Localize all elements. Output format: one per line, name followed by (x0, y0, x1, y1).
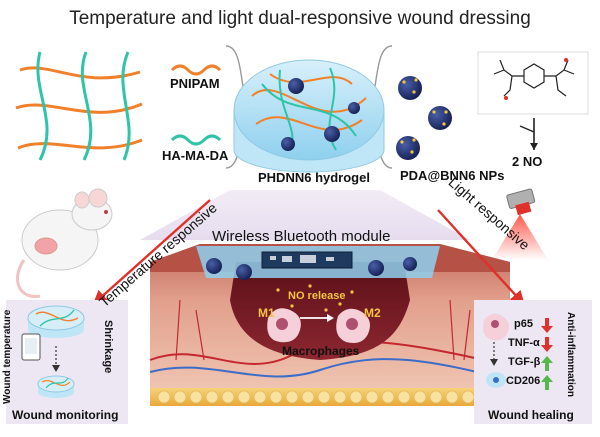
nanoparticles-label: PDA@BNN6 NPs (400, 168, 505, 183)
shrinkage-label: Shrinkage (102, 320, 114, 374)
tnf-down-arrow (541, 337, 553, 352)
marker-cd206-label: CD206 (506, 375, 541, 387)
nanoparticle-cluster (396, 76, 452, 160)
marker-tnf-label: TNF-α (508, 337, 540, 349)
light-response-arrow (437, 209, 525, 306)
light-source-icon (506, 188, 536, 216)
wound-monitoring-caption: Wound monitoring (12, 408, 119, 422)
pnipam-label: PNIPAM (170, 76, 220, 91)
hama-strand-icon (170, 134, 222, 146)
temperature-response-arrow (92, 199, 211, 305)
polymer-network-panel (14, 50, 144, 161)
m2-label: M2 (364, 306, 381, 320)
no-release-label: NO release (288, 290, 346, 302)
dressing-nanoparticles (206, 257, 417, 280)
pnipam-strand-icon (170, 64, 222, 76)
anti-inflammation-label: Anti-inflammation (565, 312, 576, 397)
wound-healing-caption: Wound healing (488, 408, 574, 422)
m1-label: M1 (258, 306, 275, 320)
macrophages-label: Macrophages (282, 344, 360, 358)
no-release-dots (276, 284, 354, 312)
mouse-illustration (15, 188, 113, 298)
macrophage-m1-cell (267, 308, 301, 343)
figure-title: Temperature and light dual-responsive wo… (69, 8, 531, 29)
macrophage-m2-cell (336, 308, 370, 343)
phone-thermometer-icon (21, 333, 41, 361)
marker-tgf-label: TGF-β (508, 356, 541, 368)
healing-cell-before (483, 313, 510, 341)
p65-down-arrow (541, 318, 553, 333)
hydrogel-label: PHDNN6 hydrogel (258, 170, 370, 185)
bnn6-molecule (477, 51, 589, 115)
hama-label: HA-MA-DA (162, 148, 229, 163)
hydrogel-to-wound-funnel (140, 190, 470, 240)
marker-p65-label: p65 (514, 318, 533, 330)
hydrogel-disc (233, 59, 385, 173)
healing-cell-after (486, 372, 506, 388)
wound-temperature-label: Wound temperature (2, 309, 13, 404)
bluetooth-module-label: Wireless Bluetooth module (212, 228, 391, 245)
no-product-label: 2 NO (512, 154, 543, 169)
light-beam (492, 214, 548, 260)
cd206-up-arrow (541, 375, 553, 390)
monitoring-gel-before (27, 305, 85, 338)
tgf-up-arrow (541, 356, 553, 371)
monitoring-gel-after (37, 375, 75, 398)
